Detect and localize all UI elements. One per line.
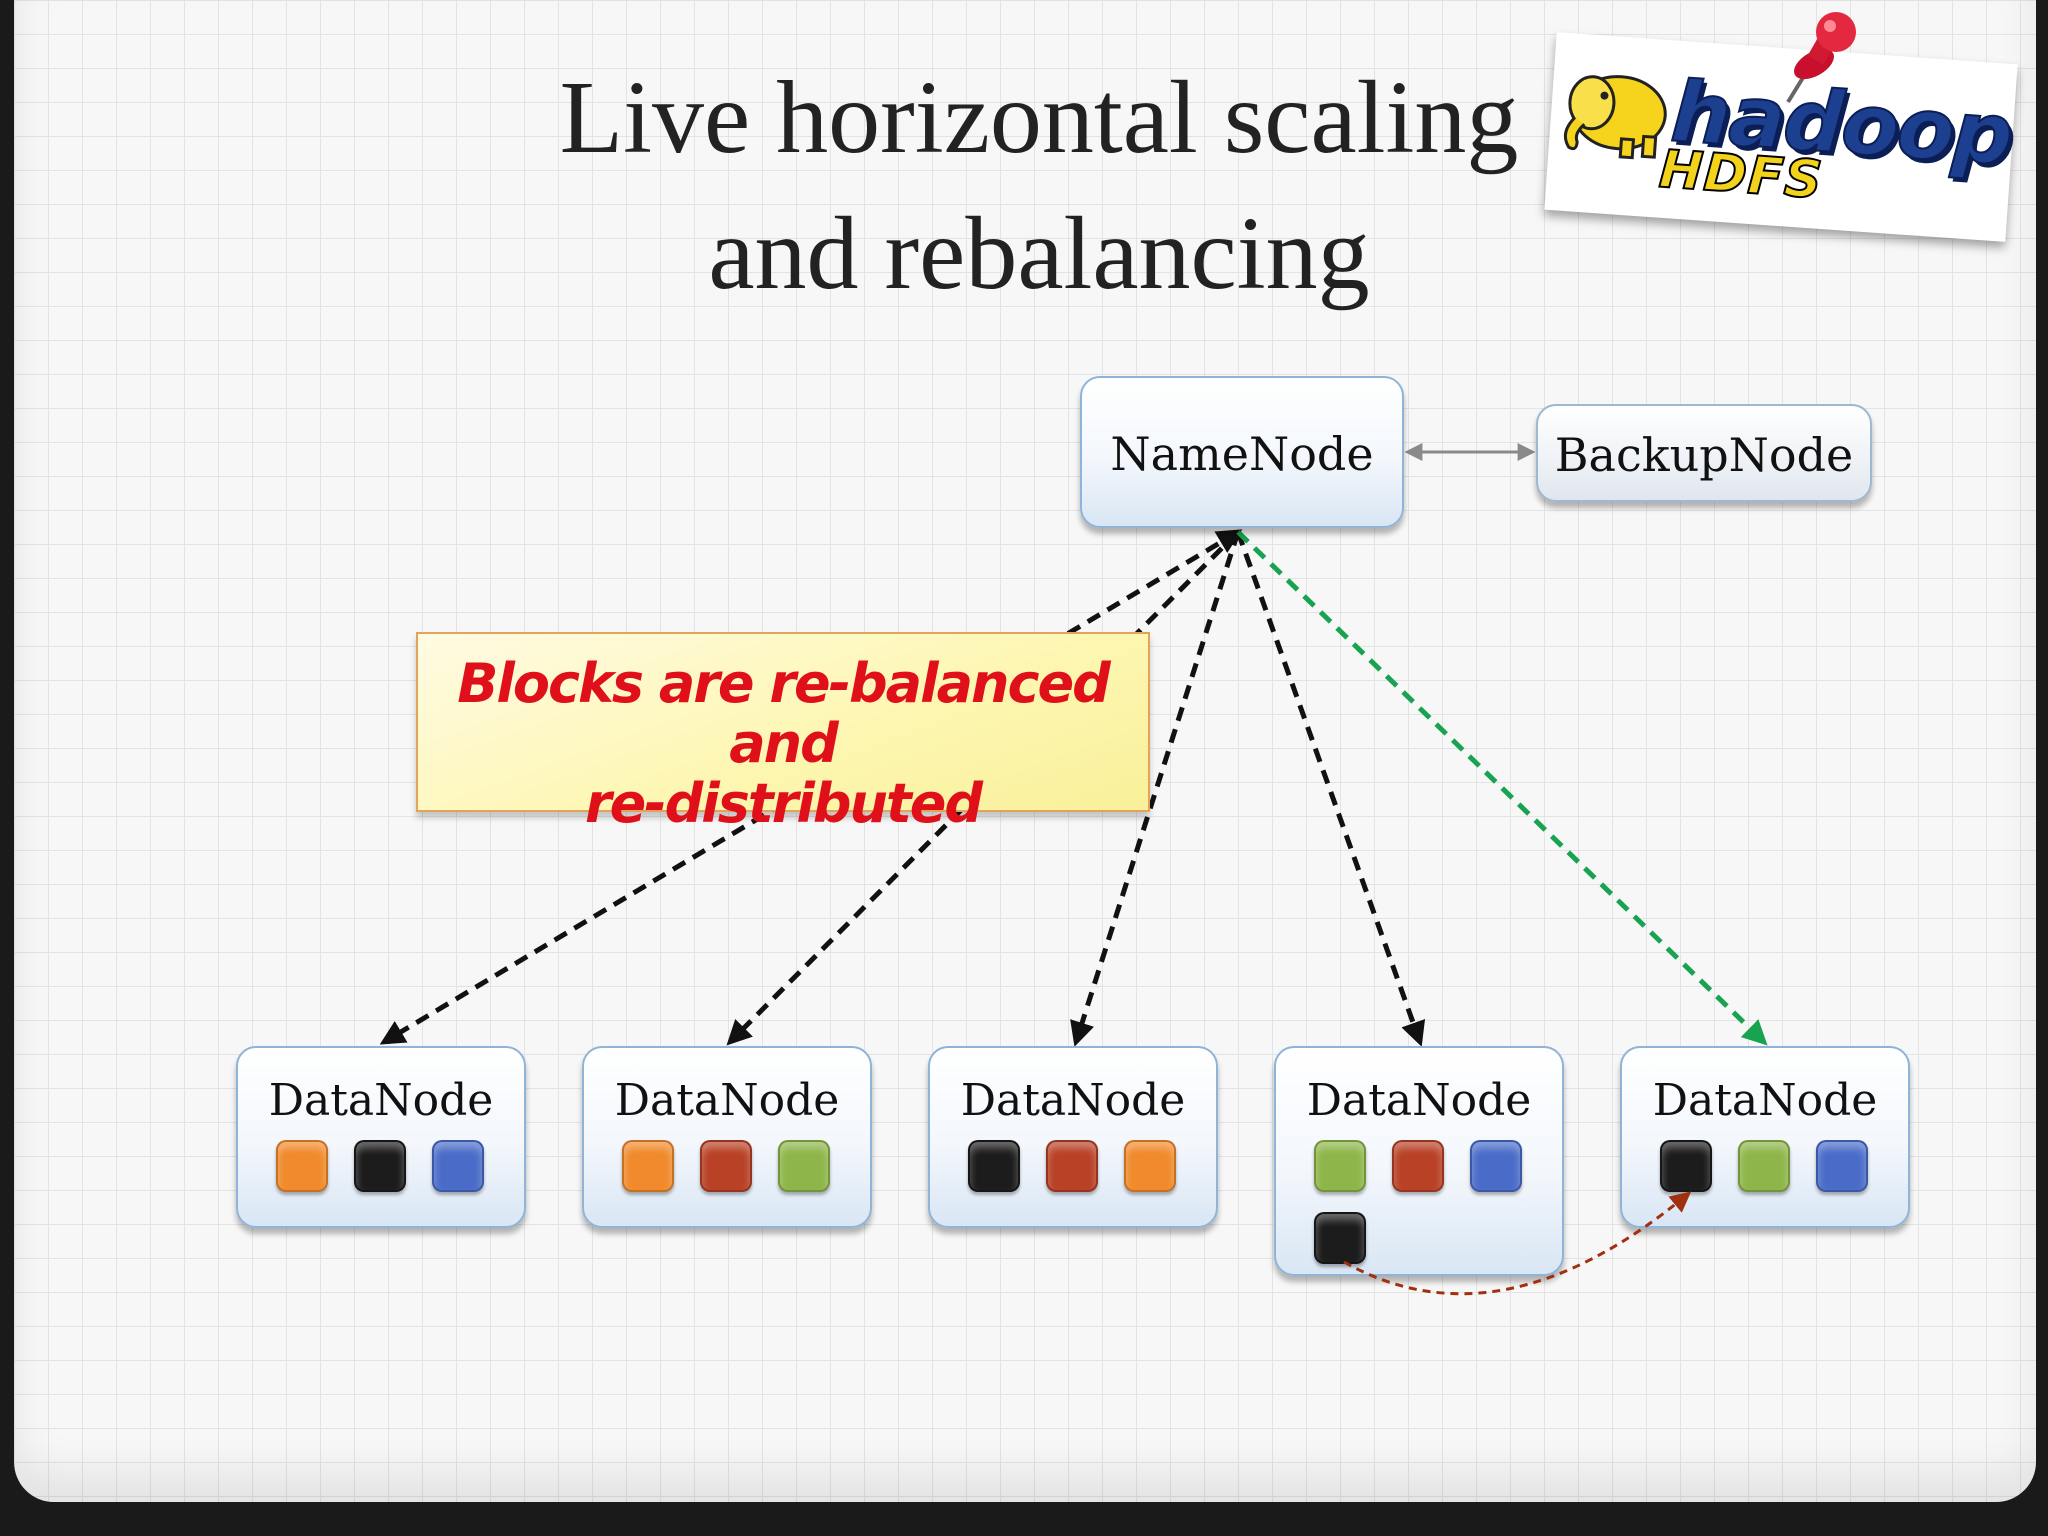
elephant-icon <box>1563 75 1667 160</box>
arrow-to-datanode-3 <box>1070 531 1241 1047</box>
datanode-box: DataNode <box>1274 1046 1564 1276</box>
arrow-to-datanode-2 <box>726 530 1240 1046</box>
block-green <box>778 1140 830 1192</box>
slide-title: Live horizontal scaling and rebalancing <box>454 50 1624 322</box>
block-black <box>1660 1140 1712 1192</box>
datanode-label: DataNode <box>614 1075 840 1126</box>
block-black <box>968 1140 1020 1192</box>
datanode-box: DataNode <box>582 1046 872 1228</box>
datanode-label: DataNode <box>1306 1075 1532 1126</box>
datanode-arrows <box>379 529 1768 1047</box>
block-green <box>1314 1140 1366 1192</box>
datanode-label: DataNode <box>1652 1075 1878 1126</box>
arrow-to-datanode-1 <box>379 529 1243 1045</box>
datanode-label: DataNode <box>268 1075 494 1126</box>
arrow-to-datanode-5 <box>1236 530 1768 1046</box>
title-line-2: and rebalancing <box>708 196 1370 311</box>
datanode-label: DataNode <box>960 1075 1186 1126</box>
block-move-arrow <box>1343 1191 1692 1296</box>
block-blue <box>1816 1140 1868 1192</box>
datanode-box: DataNode <box>928 1046 1218 1228</box>
block-red <box>1046 1140 1098 1192</box>
block-blue <box>432 1140 484 1192</box>
block-orange <box>276 1140 328 1192</box>
block-black <box>354 1140 406 1192</box>
rebalance-callout: Blocks are re-balanced and re-distribute… <box>416 632 1150 834</box>
block-red <box>1392 1140 1444 1192</box>
namenode-box: NameNode <box>1080 376 1404 528</box>
block-orange <box>1124 1140 1176 1192</box>
hadoop-hdfs-logo: hadoop HDFS <box>1544 32 2018 242</box>
namenode-label: NameNode <box>1110 427 1374 481</box>
block-red <box>700 1140 752 1192</box>
block-green <box>1738 1140 1790 1192</box>
backupnode-label: BackupNode <box>1554 428 1854 482</box>
callout-line-1: Blocks are re-balanced and <box>457 652 1111 775</box>
datanode-box: DataNode <box>1620 1046 1910 1228</box>
datanode-box: DataNode <box>236 1046 526 1228</box>
title-line-1: Live horizontal scaling <box>559 60 1519 175</box>
block-orange <box>622 1140 674 1192</box>
block-blue <box>1470 1140 1522 1192</box>
block-black <box>1314 1212 1366 1264</box>
backupnode-box: BackupNode <box>1536 404 1872 502</box>
pushpin-icon <box>1786 12 1856 104</box>
callout-line-2: re-distributed <box>584 772 983 835</box>
